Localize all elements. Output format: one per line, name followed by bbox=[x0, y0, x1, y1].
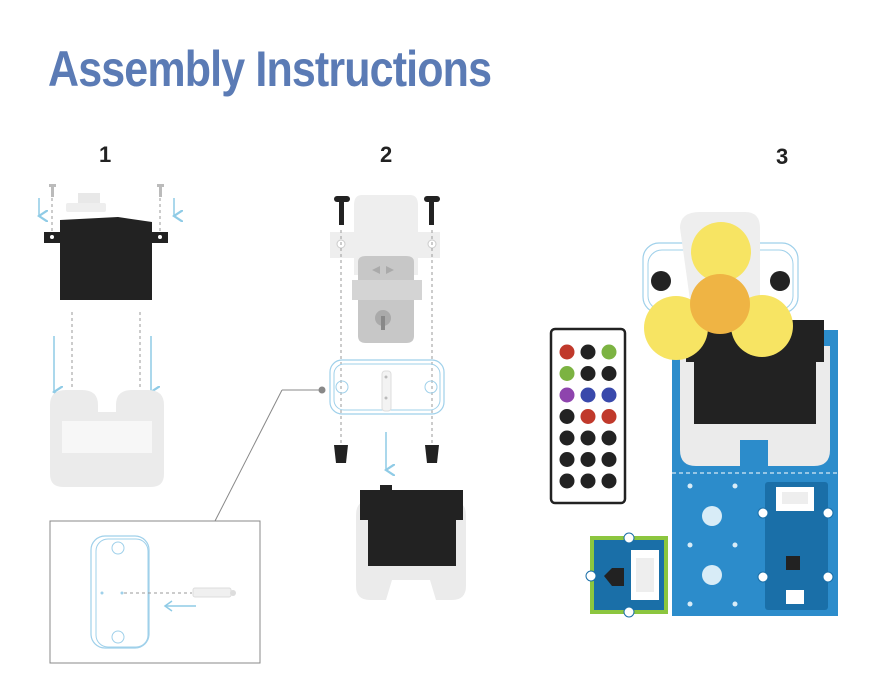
remote-button bbox=[580, 452, 596, 467]
remote-button bbox=[601, 452, 617, 467]
remote-button bbox=[559, 366, 575, 381]
remote-button bbox=[601, 409, 617, 424]
servo-icon bbox=[360, 485, 463, 566]
step-2-illustration bbox=[329, 195, 466, 600]
remote-button bbox=[559, 430, 575, 446]
step-1-number: 1 bbox=[99, 142, 112, 167]
remote-button bbox=[601, 473, 617, 489]
remote-button bbox=[601, 387, 617, 403]
remote-button bbox=[580, 473, 596, 489]
remote-button bbox=[559, 344, 575, 360]
remote-button bbox=[559, 473, 575, 489]
remote-button bbox=[580, 430, 596, 446]
fan-blade-icon bbox=[644, 222, 793, 360]
remote-button bbox=[601, 344, 617, 360]
screw-icon bbox=[49, 184, 56, 197]
remote-button bbox=[559, 409, 575, 424]
detail-inset bbox=[49, 386, 326, 664]
step-2-number: 2 bbox=[380, 142, 393, 167]
remote-button bbox=[559, 387, 575, 403]
remote-button bbox=[580, 409, 596, 424]
remote-button bbox=[580, 344, 596, 360]
arrow-left-icon bbox=[163, 600, 196, 612]
screw-icon bbox=[157, 184, 164, 197]
page-title: Assembly Instructions bbox=[48, 41, 492, 97]
remote-button bbox=[580, 366, 596, 381]
servo-housing bbox=[50, 390, 164, 487]
servo-icon bbox=[44, 193, 168, 300]
remote-button bbox=[559, 452, 575, 467]
screw-icon bbox=[424, 196, 440, 225]
remote-button bbox=[580, 387, 596, 403]
step-3-number: 3 bbox=[776, 144, 789, 169]
step-1-illustration bbox=[39, 184, 174, 487]
sensor-board-icon bbox=[585, 532, 668, 618]
step-3-illustration bbox=[549, 212, 838, 618]
remote-button bbox=[601, 430, 617, 446]
ir-remote-icon bbox=[549, 327, 627, 505]
remote-button bbox=[601, 366, 617, 381]
screw-icon bbox=[334, 196, 350, 225]
